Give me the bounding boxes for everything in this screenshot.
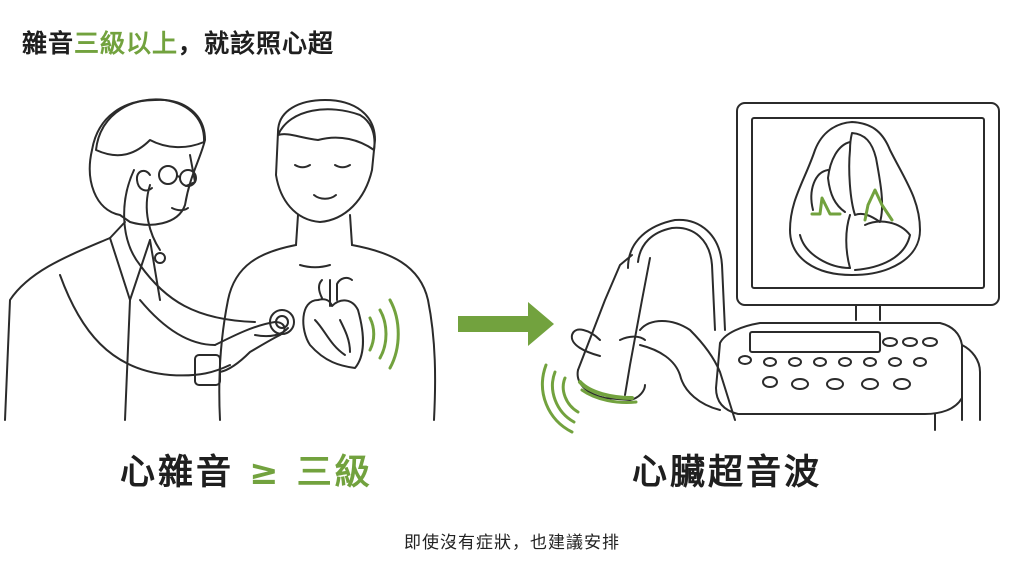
right-caption-text: 心臟超音波 xyxy=(632,453,823,493)
left-caption-highlight: ≥ 三級 xyxy=(249,453,373,493)
ultrasound-probe xyxy=(576,218,726,404)
footnote: 即使沒有症狀，也建議安排 xyxy=(404,533,620,553)
patient-figure xyxy=(218,99,437,421)
hand xyxy=(214,321,289,373)
sound-waves-icon xyxy=(368,298,400,370)
heart-echo-image xyxy=(789,121,921,276)
stethoscope xyxy=(123,169,295,335)
heart-icon xyxy=(302,276,364,369)
hand xyxy=(570,320,736,421)
title-highlight: 三級以上 xyxy=(74,29,179,58)
title-part-1: 雜音 xyxy=(22,29,75,58)
title-part-2: ，就該照心超 xyxy=(178,29,335,58)
probe-waves-icon xyxy=(541,363,580,434)
left-caption-text: 心雜音 xyxy=(120,453,235,493)
ultrasound-monitor xyxy=(736,102,1000,321)
doctor-figure xyxy=(4,98,231,421)
right-caption: 心臟超音波 xyxy=(632,444,822,495)
control-panel xyxy=(715,322,981,431)
page-title: 雜音三級以上，就該照心超 xyxy=(22,24,334,60)
left-caption: 心雜音 ≥ 三級 xyxy=(120,444,373,495)
arrow-right-icon xyxy=(458,302,554,346)
